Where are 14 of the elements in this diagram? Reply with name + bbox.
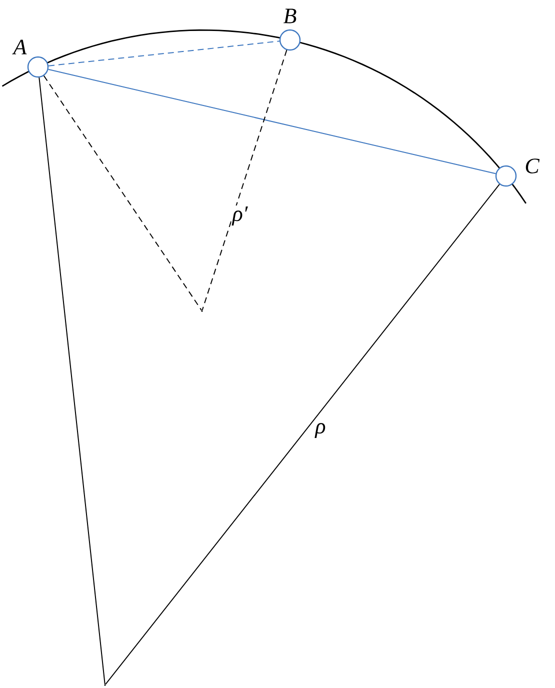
point-circle [279,29,301,51]
line [48,68,496,174]
point-label: C [526,158,540,174]
edge-label: ρ [314,422,327,439]
point-circle [27,56,49,78]
point-circle [495,165,517,187]
point-label: B [283,8,296,24]
line [38,77,106,685]
point-label: A [12,40,27,54]
dashed-line [48,40,280,66]
dashed-line [43,75,202,311]
dashed-line [202,50,288,311]
edge-label: ρ′ [231,205,249,227]
line [105,184,500,685]
